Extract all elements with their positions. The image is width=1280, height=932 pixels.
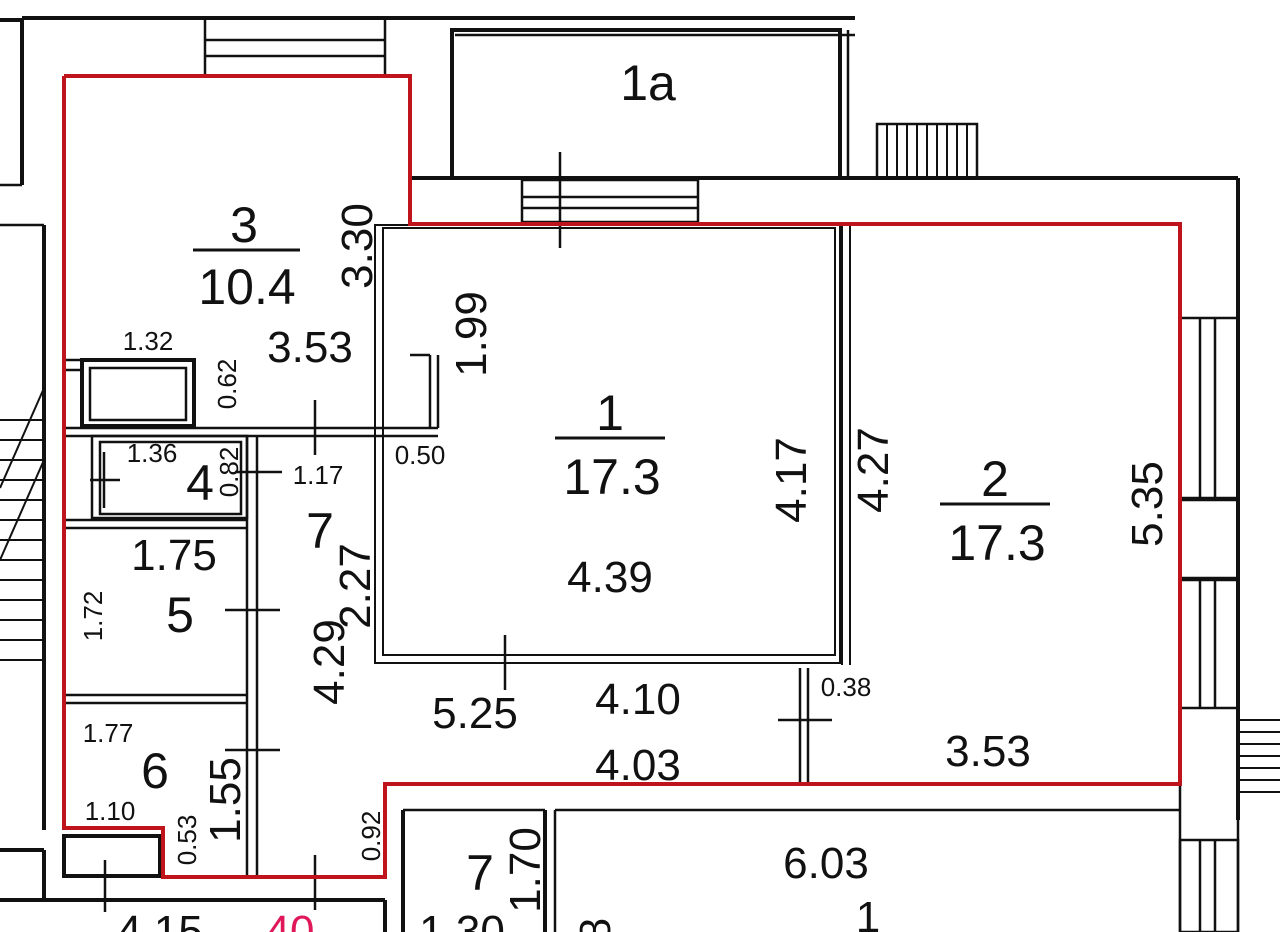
- room-4-number: 4: [186, 455, 214, 511]
- dim-lower-8: 8: [571, 918, 620, 932]
- dim-0-50: 0.50: [395, 440, 446, 470]
- dim-1-32: 1.32: [123, 326, 174, 356]
- room-3-number: 3: [230, 197, 258, 253]
- dim-4-03: 4.03: [595, 741, 681, 790]
- room-2-area: 17.3: [948, 515, 1045, 571]
- dim-1-77: 1.77: [83, 718, 134, 748]
- dim-1-99: 1.99: [447, 291, 496, 377]
- dim-0-92: 0.92: [356, 811, 386, 862]
- room-7-number: 7: [306, 503, 334, 559]
- dim-2-27: 2.27: [331, 543, 380, 629]
- dim-1-17: 1.17: [293, 460, 344, 490]
- room-3-area: 10.4: [198, 259, 295, 315]
- dim-lower-red: 40: [266, 907, 315, 932]
- dim-6-03: 6.03: [783, 839, 869, 888]
- dim-lower-1-30: 1.30: [419, 907, 505, 932]
- dim-1-75: 1.75: [131, 531, 217, 580]
- dim-3-53-top: 3.53: [267, 323, 353, 372]
- dim-4-15: 4.15: [117, 907, 203, 932]
- stairwell: [0, 387, 45, 661]
- apartment-boundary: [62, 74, 1182, 879]
- room-1a-number: 1a: [620, 55, 676, 111]
- dim-4-17: 4.17: [767, 437, 816, 523]
- dim-1-70: 1.70: [501, 827, 550, 913]
- room-1-area: 17.3: [563, 449, 660, 505]
- dim-4-39: 4.39: [567, 553, 653, 602]
- dim-0-82: 0.82: [214, 447, 244, 498]
- dim-lower-1: 1: [856, 893, 880, 932]
- room-labels: 1a 3 10.4 1 17.3 2 17.3 4 5 6 7 7: [141, 55, 1050, 901]
- room-7-lower-number: 7: [466, 845, 494, 901]
- dim-1-10: 1.10: [85, 796, 136, 826]
- room-2-number: 2: [981, 451, 1009, 507]
- dim-3-53-bottom: 3.53: [945, 727, 1031, 776]
- dim-4-27: 4.27: [849, 427, 898, 513]
- room-5-number: 5: [166, 587, 194, 643]
- dim-5-35: 5.35: [1123, 461, 1172, 547]
- dim-1-72: 1.72: [78, 591, 108, 642]
- dim-3-30: 3.30: [333, 203, 382, 289]
- door-markers: [90, 152, 832, 912]
- dim-0-62: 0.62: [212, 359, 242, 410]
- dim-1-36: 1.36: [127, 438, 178, 468]
- room-1-number: 1: [596, 385, 624, 441]
- dim-1-55: 1.55: [201, 757, 250, 843]
- dim-4-10: 4.10: [595, 675, 681, 724]
- dimension-labels: 3.53 1.32 1.36 1.17 0.50 4.39 1.75 5.25 …: [78, 203, 1172, 932]
- dim-0-53: 0.53: [172, 815, 202, 866]
- room-6-number: 6: [141, 743, 169, 799]
- dim-5-25: 5.25: [432, 689, 518, 738]
- dim-0-38: 0.38: [821, 672, 872, 702]
- dim-4-29: 4.29: [305, 619, 354, 705]
